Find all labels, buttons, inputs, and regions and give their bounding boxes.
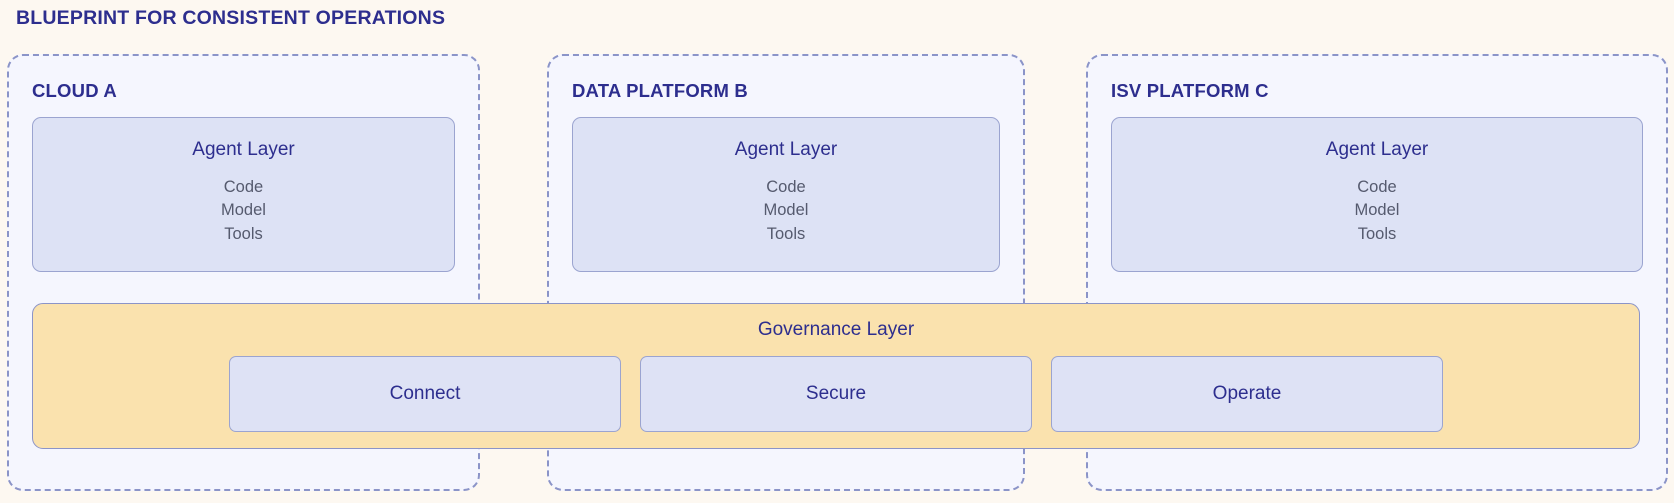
- agent-layer-title: Agent Layer: [1325, 139, 1429, 160]
- page-title: BLUEPRINT FOR CONSISTENT OPERATIONS: [16, 7, 446, 29]
- agent-layer-item: Model: [763, 201, 809, 220]
- agent-layer-item: Code: [766, 177, 806, 196]
- governance-layer-title: Governance Layer: [757, 319, 915, 340]
- agent-layer-box-data-platform-b[interactable]: Agent Layer Code Model Tools: [572, 117, 1000, 272]
- agent-layer-box-isv-platform-c[interactable]: Agent Layer Code Model Tools: [1111, 117, 1643, 272]
- platform-panel-title-data-platform-b: DATA PLATFORM B: [572, 80, 748, 101]
- governance-layer[interactable]: Governance Layer Connect Secure Operate: [32, 303, 1640, 449]
- agent-layer-item: Code: [223, 177, 264, 196]
- agent-layer-title: Agent Layer: [192, 139, 295, 160]
- agent-layer-items: Code Model Tools: [573, 176, 999, 246]
- platform-panel-title-cloud-a: CLOUD A: [32, 80, 117, 101]
- governance-pillar-connect[interactable]: Connect: [229, 356, 621, 432]
- governance-pillars-row: Connect Secure Operate: [33, 356, 1639, 432]
- agent-layer-title: Agent Layer: [734, 139, 838, 160]
- agent-layer-items: Code Model Tools: [1112, 176, 1642, 246]
- agent-layer-item: Tools: [224, 224, 263, 243]
- agent-layer-item: Tools: [1357, 224, 1397, 243]
- platform-panel-title-isv-platform-c: ISV PLATFORM C: [1111, 80, 1269, 101]
- agent-layer-item: Code: [1357, 177, 1397, 196]
- agent-layer-item: Model: [1354, 201, 1400, 220]
- agent-layer-item: Model: [221, 201, 266, 220]
- agent-layer-item: Tools: [766, 224, 806, 243]
- governance-pillar-operate[interactable]: Operate: [1051, 356, 1443, 432]
- agent-layer-items: Code Model Tools: [33, 176, 454, 246]
- agent-layer-box-cloud-a[interactable]: Agent Layer Code Model Tools: [32, 117, 455, 272]
- governance-pillar-secure[interactable]: Secure: [640, 356, 1032, 432]
